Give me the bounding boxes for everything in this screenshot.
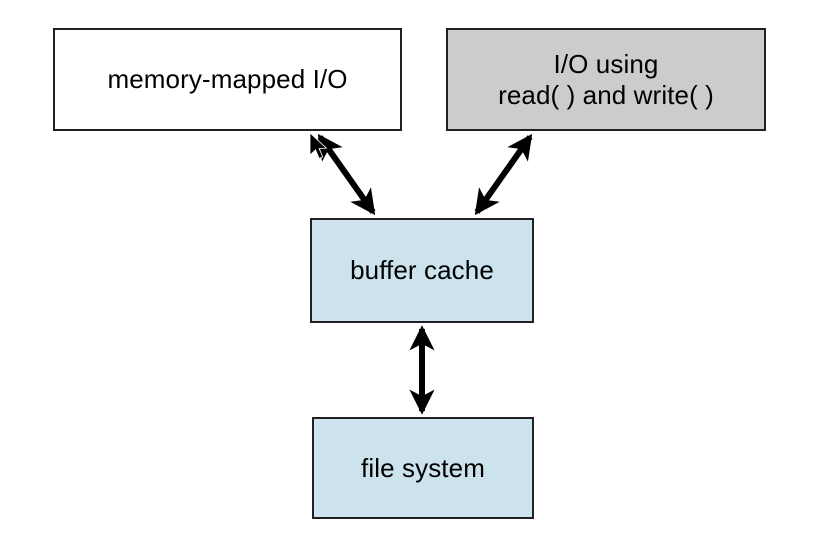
node-file-system: file system xyxy=(312,417,534,519)
node-buffer-cache: buffer cache xyxy=(310,218,534,323)
mouse-cursor-icon xyxy=(309,132,328,160)
edge-rw-buffer xyxy=(474,133,533,216)
node-io-using-read-write: I/O using read( ) and write( ) xyxy=(446,28,766,131)
node-memory-mapped-io: memory-mapped I/O xyxy=(53,28,402,131)
